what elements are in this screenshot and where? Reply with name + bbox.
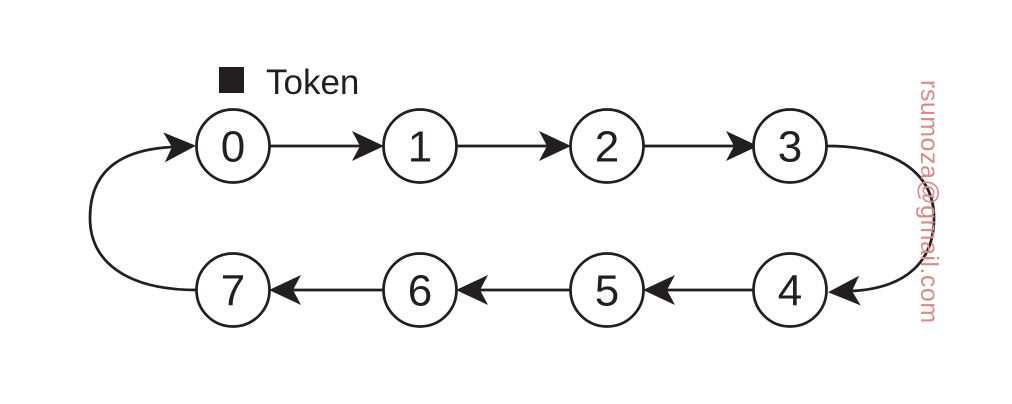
node-6-circle [382, 252, 458, 328]
node-3: 3 [752, 108, 828, 184]
node-2-circle [569, 108, 645, 184]
node-0: 0 [195, 108, 271, 184]
legend-label: Token [266, 63, 359, 102]
node-4-circle [752, 252, 828, 328]
node-3-circle [752, 108, 828, 184]
node-1-circle [382, 108, 458, 184]
node-6-label: 6 [408, 266, 432, 315]
node-6: 6 [382, 252, 458, 328]
node-1: 1 [382, 108, 458, 184]
node-7-circle [195, 252, 271, 328]
node-7-label: 7 [221, 266, 245, 315]
node-5-circle [569, 252, 645, 328]
node-4: 4 [752, 252, 828, 328]
node-2-label: 2 [595, 122, 619, 171]
node-7: 7 [195, 252, 271, 328]
node-4-label: 4 [778, 266, 802, 315]
node-5: 5 [569, 252, 645, 328]
legend: Token [219, 63, 359, 102]
watermark-email: rsumoza@gmail.com [915, 80, 943, 324]
node-0-label: 0 [221, 122, 245, 171]
node-0-circle [195, 108, 271, 184]
node-1-label: 1 [408, 122, 432, 171]
edge-3-to-4 [826, 144, 936, 306]
edge-7-to-0 [88, 132, 198, 292]
node-5-label: 5 [595, 266, 619, 315]
node-2: 2 [569, 108, 645, 184]
token-swatch-icon [219, 67, 244, 93]
node-3-label: 3 [778, 122, 802, 171]
